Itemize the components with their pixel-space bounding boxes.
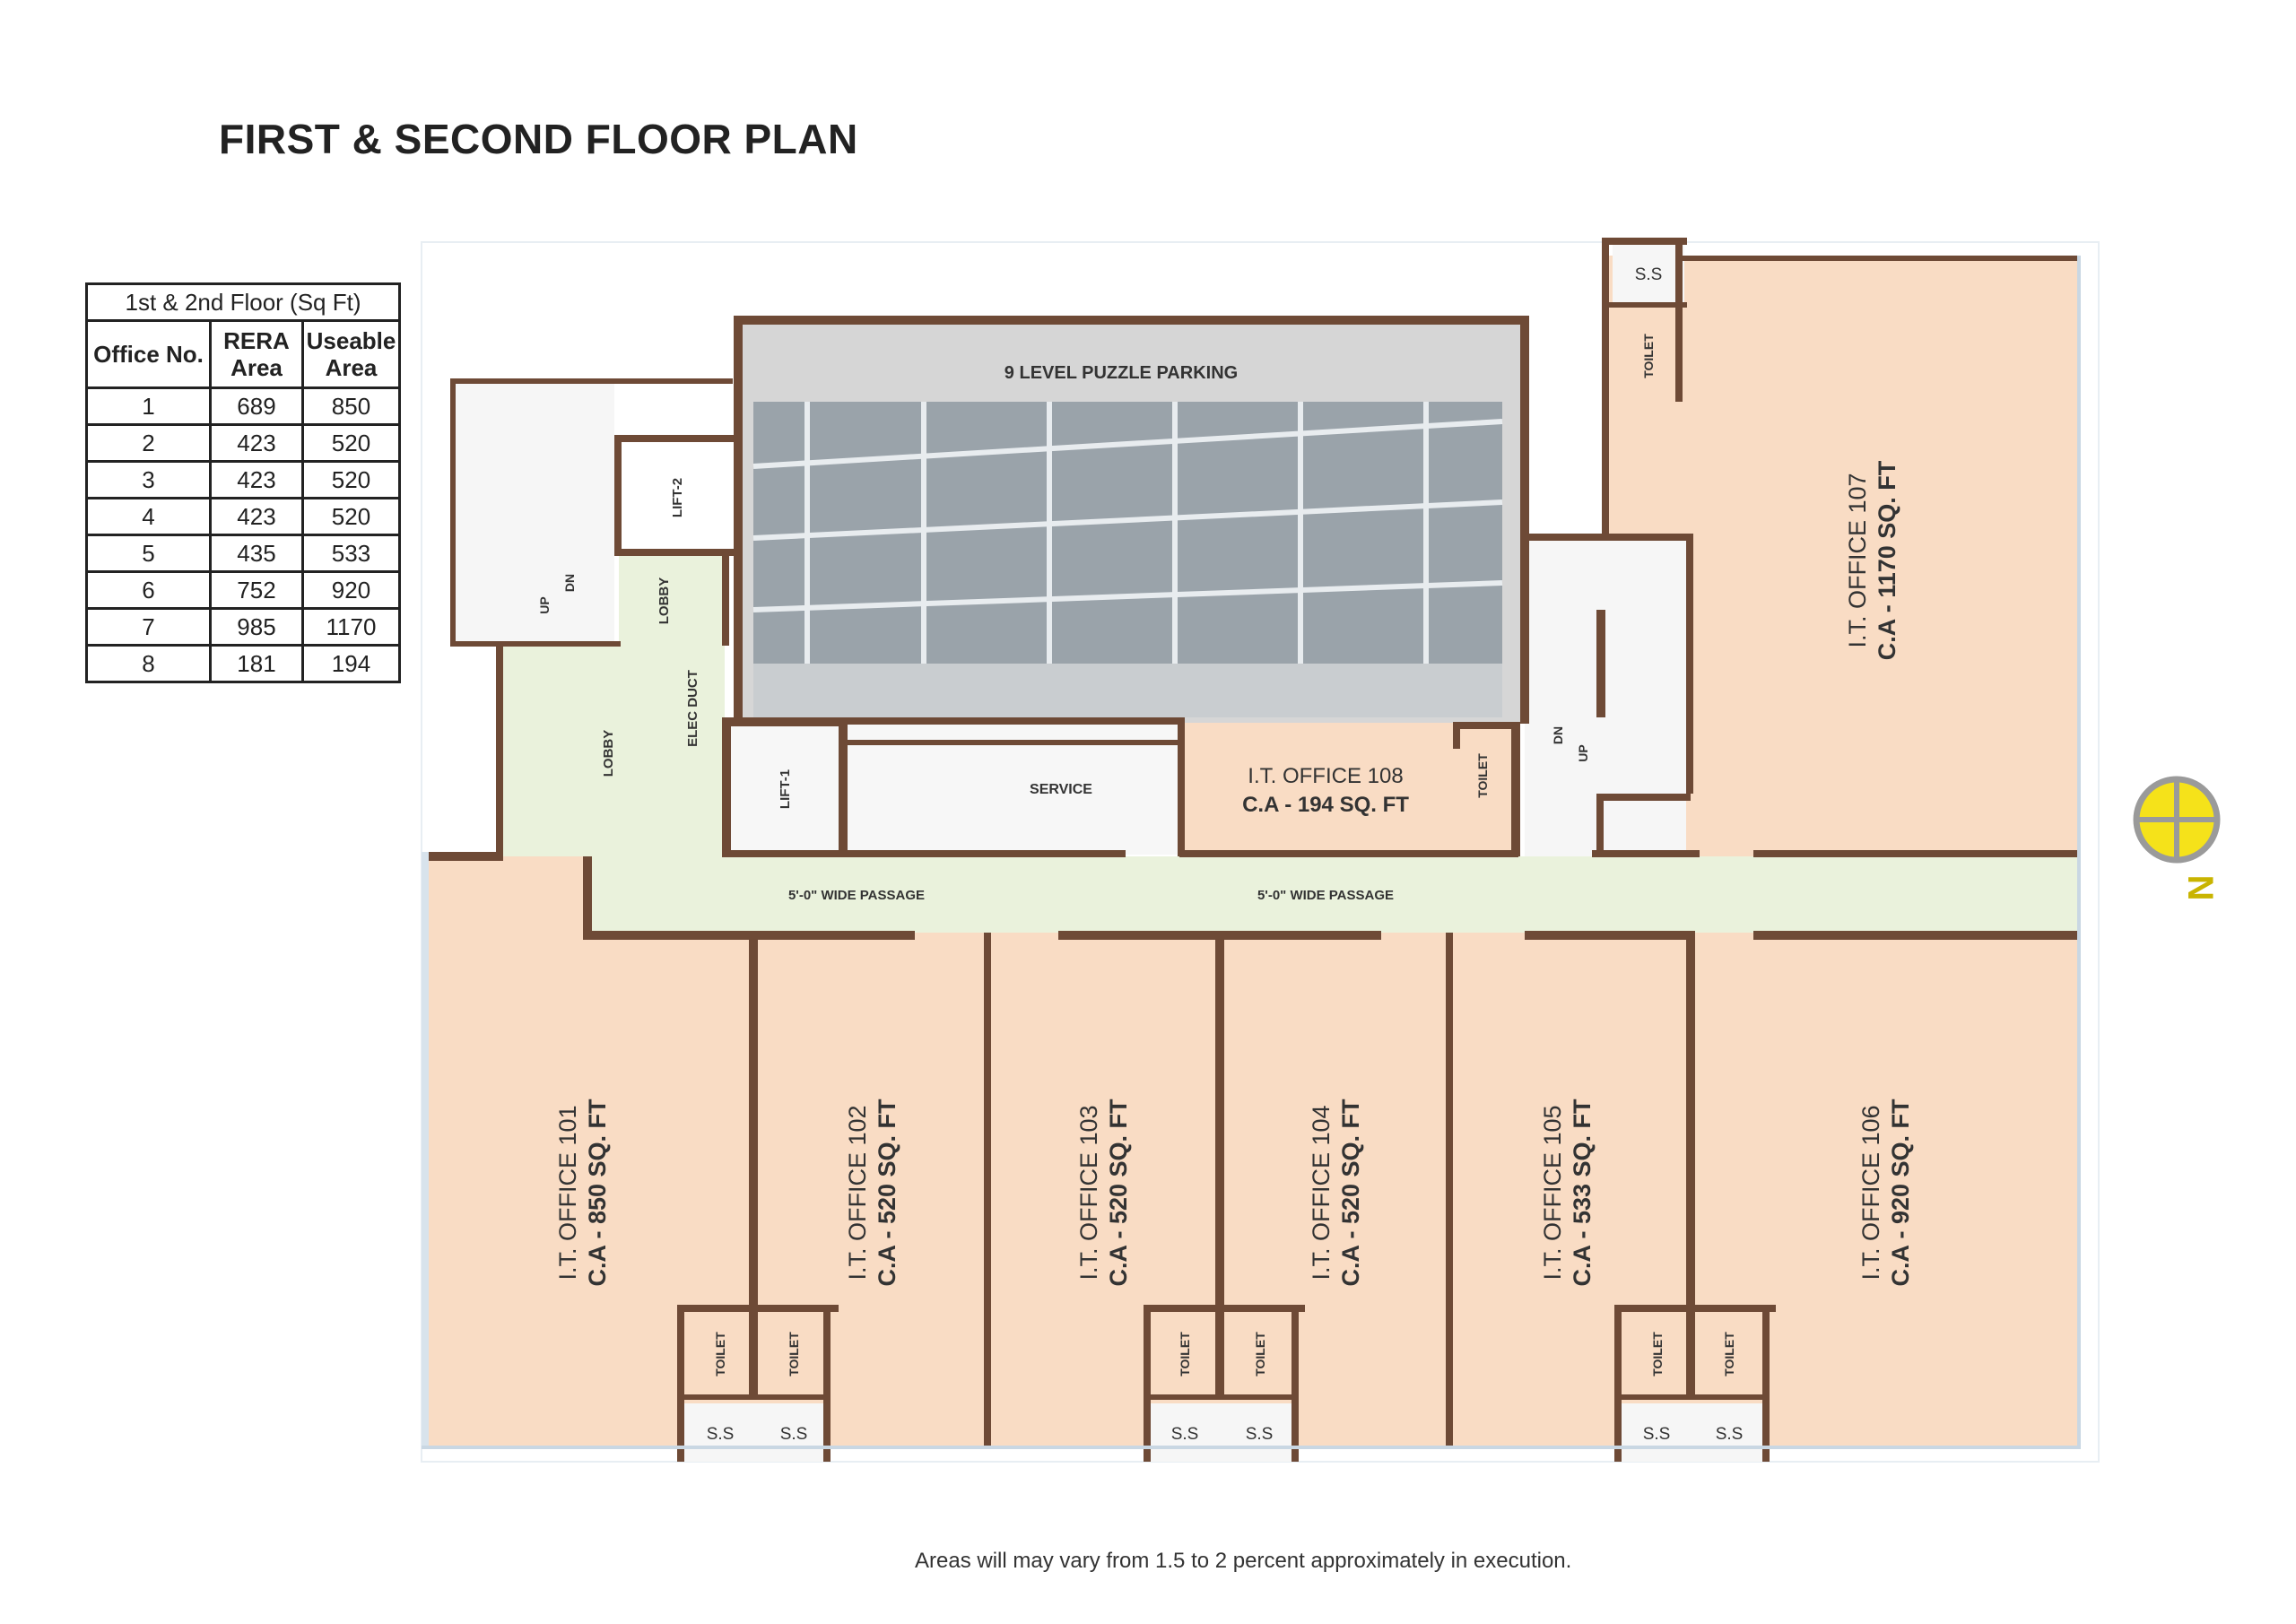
north-marker: N: [2133, 776, 2221, 901]
office-108-name: I.T. OFFICE 108: [1248, 764, 1403, 788]
ss-label: S.S: [1643, 1425, 1671, 1444]
office-104-name: I.T. OFFICE 104: [1308, 1105, 1335, 1280]
office-103-area: C.A - 520 SQ. FT: [1105, 1099, 1132, 1287]
toilet-label: TOILET: [713, 1332, 727, 1376]
passage-label-1: 5'-0" WIDE PASSAGE: [788, 888, 925, 903]
office-101-area: C.A - 850 SQ. FT: [584, 1099, 611, 1287]
toilet-label: TOILET: [1178, 1332, 1192, 1376]
office-107-name: I.T. OFFICE 107: [1844, 473, 1871, 647]
toilet-label: TOILET: [1722, 1332, 1736, 1376]
ss-label: S.S: [1716, 1425, 1744, 1444]
office-104-area: C.A - 520 SQ. FT: [1337, 1099, 1364, 1287]
ss-label: S.S: [1246, 1425, 1274, 1444]
office-106-area: C.A - 920 SQ. FT: [1887, 1099, 1914, 1287]
lobby-label: LOBBY: [601, 730, 616, 777]
passage-label-2: 5'-0" WIDE PASSAGE: [1257, 888, 1394, 903]
col-office-no: Office No.: [85, 319, 212, 389]
office-105-area: C.A - 533 SQ. FT: [1569, 1099, 1596, 1287]
toilet-label: TOILET: [1475, 753, 1490, 798]
offices-bottom-fill: [422, 856, 2081, 1448]
stair-up-label: UP: [537, 596, 552, 613]
office-105-name: I.T. OFFICE 105: [1539, 1105, 1566, 1280]
toilet-label: TOILET: [1641, 334, 1656, 378]
toilet-label: TOILET: [1253, 1332, 1267, 1376]
stair-up-label-right: UP: [1576, 744, 1590, 761]
stair-dn-label-right: DN: [1551, 726, 1565, 744]
ss-label: S.S: [780, 1425, 808, 1444]
footnote: Areas will may vary from 1.5 to 2 percen…: [915, 1549, 1572, 1573]
ss-label: S.S: [1635, 265, 1663, 284]
ss-label: S.S: [1171, 1425, 1199, 1444]
elec-duct-label: ELEC DUCT: [685, 670, 700, 747]
office-101-name: I.T. OFFICE 101: [554, 1105, 581, 1280]
toilet-label: TOILET: [1650, 1332, 1665, 1376]
stair-dn-label: DN: [562, 574, 577, 592]
office-103-name: I.T. OFFICE 103: [1075, 1105, 1102, 1280]
office-108-fill: [1182, 722, 1516, 856]
toilet-label: TOILET: [787, 1332, 801, 1376]
office-102-name: I.T. OFFICE 102: [844, 1105, 871, 1280]
page-title: FIRST & SECOND FLOOR PLAN: [219, 116, 858, 162]
lift2-label: LIFT-2: [670, 478, 685, 517]
lobby-label-top: LOBBY: [657, 578, 672, 625]
office-108-area: C.A - 194 SQ. FT: [1242, 793, 1409, 817]
office-107-area: C.A - 1170 SQ. FT: [1874, 460, 1900, 660]
table-caption: 1st & 2nd Floor (Sq Ft): [85, 282, 401, 322]
passage-fill: [587, 856, 2081, 933]
north-label: N: [2180, 875, 2220, 901]
ss-label: S.S: [707, 1425, 735, 1444]
office-102-area: C.A - 520 SQ. FT: [874, 1099, 900, 1287]
service-label: SERVICE: [1030, 782, 1092, 797]
parking-label: 9 LEVEL PUZZLE PARKING: [1004, 363, 1238, 383]
office-106-name: I.T. OFFICE 106: [1857, 1105, 1884, 1280]
lift1-label: LIFT-1: [778, 769, 793, 809]
